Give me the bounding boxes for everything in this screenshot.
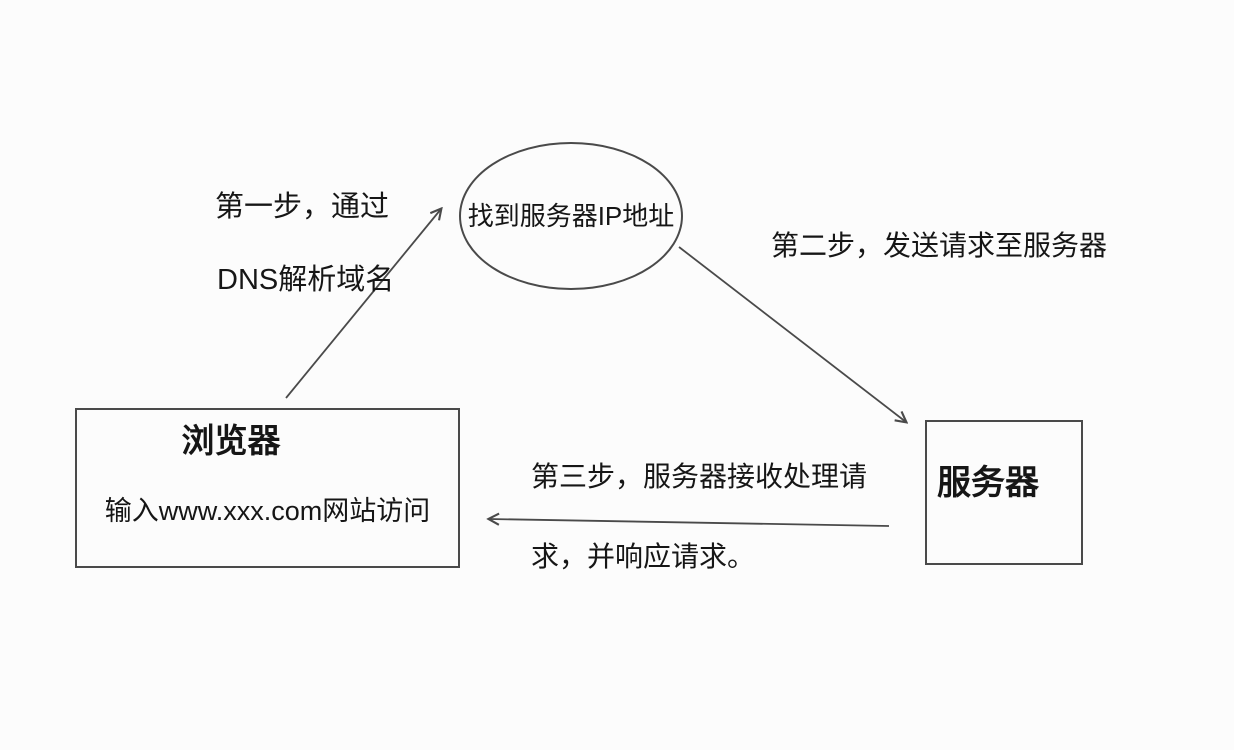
step1-label-line2: DNS解析域名 [217, 264, 395, 296]
step2-arrow-dns-to-server [678, 246, 906, 422]
dns-result-ellipse: 找到服务器IP地址 [459, 142, 683, 290]
dns-result-label: 找到服务器IP地址 [467, 201, 675, 231]
browser-title: 浏览器 [181, 422, 281, 459]
server-title: 服务器 [937, 464, 1039, 502]
server-node: 服务器 [925, 420, 1083, 565]
step1-arrow-browser-to-dns [285, 209, 441, 399]
step2-label: 第二步，发送请求至服务器 [771, 230, 1108, 261]
browser-node: 浏览器 输入www.xxx.com网站访问 [75, 408, 460, 568]
step3-label-line2: 求，并响应请求。 [531, 541, 756, 572]
step3-label-line1: 第三步，服务器接收处理请 [531, 461, 868, 492]
step3-arrow-server-to-browser [489, 519, 890, 527]
browser-subtitle: 输入www.xxx.com网站访问 [104, 496, 431, 526]
step1-label-line1: 第一步，通过 [215, 191, 390, 223]
